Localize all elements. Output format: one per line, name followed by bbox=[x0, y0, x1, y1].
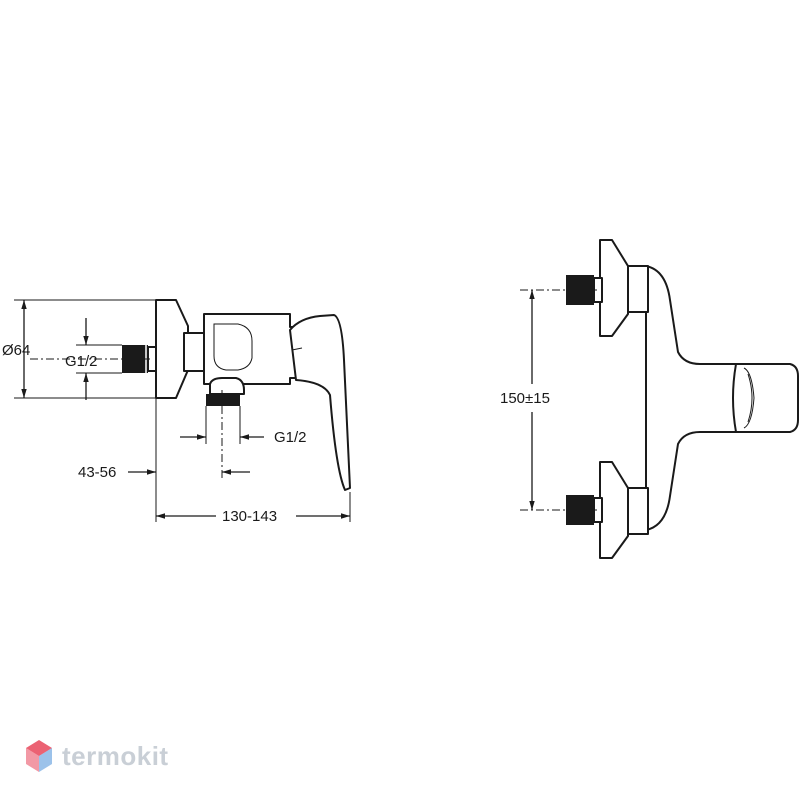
side-body-window bbox=[213, 323, 253, 371]
front-flange-top bbox=[599, 239, 629, 337]
side-view bbox=[30, 299, 351, 491]
side-lever bbox=[289, 314, 351, 491]
wall-offset-label: 43-56 bbox=[78, 464, 116, 481]
side-collar bbox=[183, 332, 205, 372]
front-nut-top bbox=[627, 265, 649, 313]
center-spacing-label: 150±15 bbox=[500, 390, 550, 407]
side-dimensions: Ø64 G1/2 G1/2 43-56 130-143 bbox=[2, 299, 351, 525]
diameter-label: Ø64 bbox=[2, 342, 30, 359]
side-outlet-thread bbox=[206, 394, 240, 406]
front-view bbox=[520, 239, 799, 559]
inlet-thread-label: G1/2 bbox=[65, 353, 98, 370]
brand-watermark: termokit bbox=[24, 736, 169, 776]
brand-name: termokit bbox=[62, 740, 169, 771]
front-flange-bottom bbox=[599, 461, 629, 559]
front-dimensions: 150±15 bbox=[500, 290, 550, 510]
front-mixer-body bbox=[645, 265, 741, 531]
front-nut-bottom bbox=[627, 487, 649, 535]
front-lever bbox=[732, 363, 799, 433]
brand-logo-icon bbox=[26, 740, 52, 772]
outlet-thread-label: G1/2 bbox=[274, 429, 307, 446]
side-outlet-connector bbox=[209, 377, 245, 395]
projection-label: 130-143 bbox=[222, 508, 277, 525]
